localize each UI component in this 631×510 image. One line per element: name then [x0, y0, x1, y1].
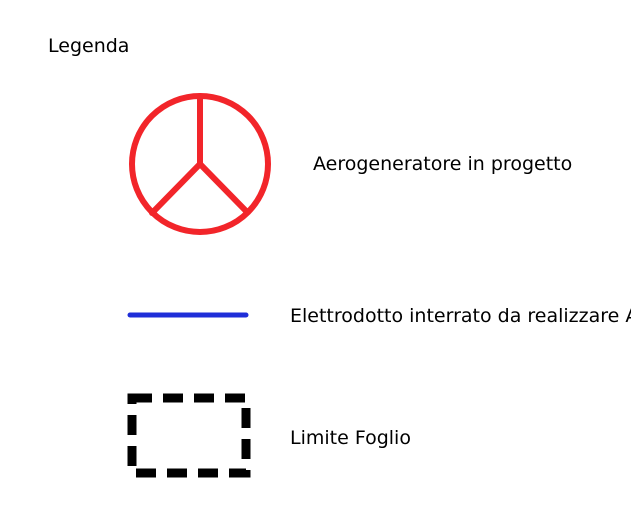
wind-turbine-symbol-icon	[129, 93, 271, 235]
turbine-blade-left	[149, 161, 203, 216]
legend-title: Legenda	[48, 35, 130, 57]
turbine-symbol-shape	[129, 93, 271, 235]
blue-line-icon	[127, 312, 249, 318]
turbine-blade-right	[197, 161, 250, 215]
legend-label-turbine: Aerogeneratore in progetto	[313, 153, 573, 175]
dashed-rectangle-icon	[127, 393, 251, 478]
legend-label-sheet-limit: Limite Foglio	[290, 427, 411, 449]
legend-label-cable: Elettrodotto interrato da realizzare A	[290, 305, 631, 327]
sheet-limit-rect	[127, 393, 251, 478]
